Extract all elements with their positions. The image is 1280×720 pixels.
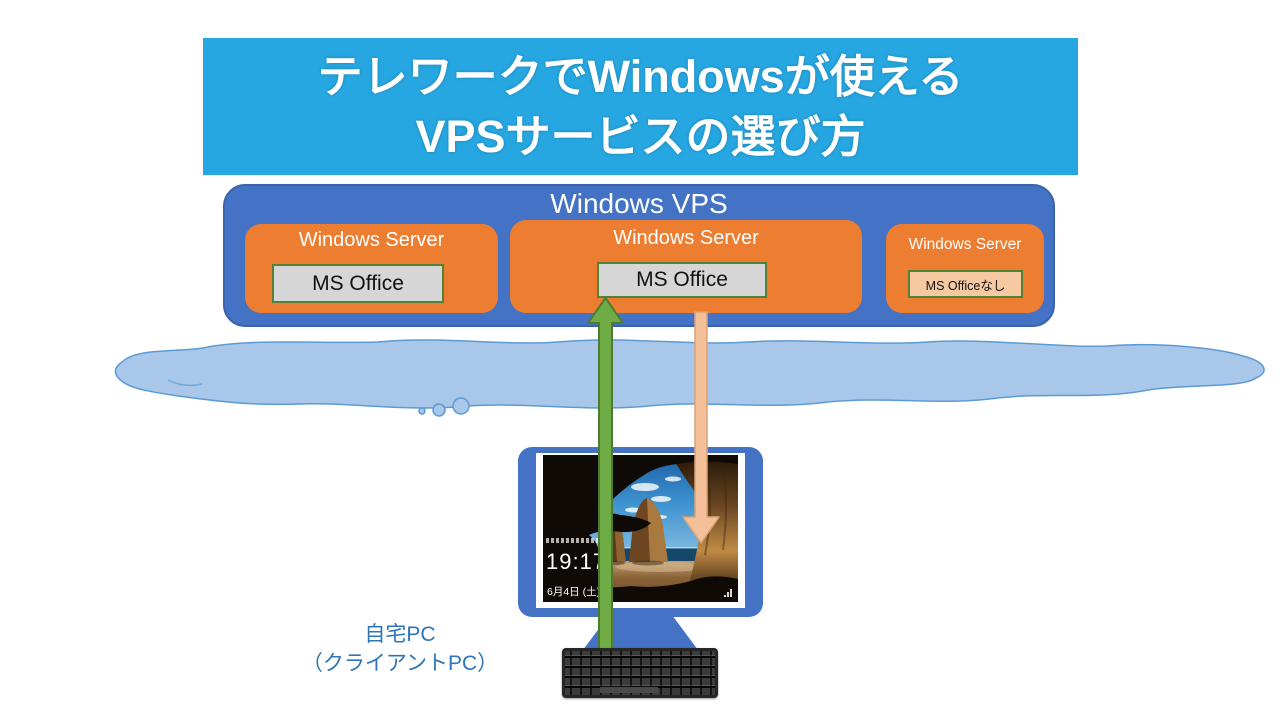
windows-vps-label: Windows VPS <box>550 188 728 219</box>
title-banner: テレワークでWindowsが使える VPSサービスの選び方 <box>203 38 1078 175</box>
cursor-dot <box>607 457 611 461</box>
internet-cloud-icon <box>114 339 1265 417</box>
windows-vps-box: Windows VPS Windows Server MS Office Win… <box>223 184 1055 327</box>
server-3-label: Windows Server <box>908 236 1022 253</box>
client-pc-label: 自宅PC （クライアントPC） <box>295 620 505 678</box>
lock-screen-time: 19:17 <box>546 549 607 574</box>
client-pc-label-line-2: （クライアントPC） <box>301 652 499 675</box>
monitor-stand <box>583 615 698 650</box>
server-2-office-box: MS Office <box>597 262 767 298</box>
lock-screen-notification-text <box>546 538 601 543</box>
server-3-office-box: MS Officeなし <box>908 270 1023 298</box>
windows-lock-screen: 19:17 6月4日 (土) <box>543 455 738 602</box>
server-2-label: Windows Server <box>613 227 759 249</box>
client-pc-label-line-1: 自宅PC <box>364 623 436 646</box>
lock-screen-date: 6月4日 (土) <box>547 586 601 598</box>
server-box-3: Windows Server MS Officeなし <box>886 224 1044 313</box>
title-line-1: テレワークでWindowsが使える <box>317 50 964 102</box>
network-status-icon <box>724 589 733 597</box>
server-box-2: Windows Server MS Office <box>510 220 862 313</box>
server-1-label: Windows Server <box>298 229 445 251</box>
server-box-1: Windows Server MS Office <box>245 224 498 313</box>
keyboard <box>562 648 718 698</box>
server-1-office-box: MS Office <box>272 264 444 303</box>
title-line-2: VPSサービスの選び方 <box>415 110 866 162</box>
lock-screen-wallpaper <box>543 455 738 602</box>
